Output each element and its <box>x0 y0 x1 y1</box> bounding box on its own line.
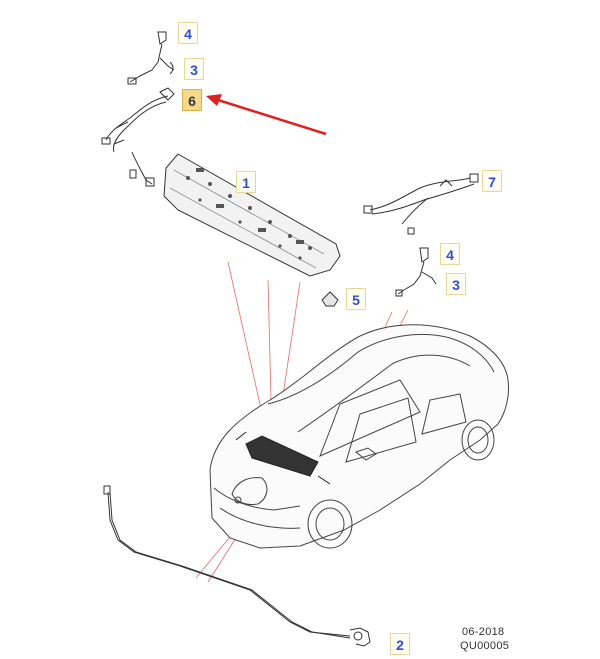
part-bracket-lower <box>395 247 437 297</box>
callout-part-7[interactable]: 7 <box>482 170 502 192</box>
part-bracket-upper <box>127 31 175 85</box>
installed-panel <box>235 431 331 485</box>
part-harness-6 <box>101 87 175 187</box>
callout-part-3-lower[interactable]: 3 <box>446 273 466 295</box>
callout-part-6-highlighted[interactable]: 6 <box>182 89 202 111</box>
callout-part-3-upper[interactable]: 3 <box>184 58 204 80</box>
callout-part-4-lower[interactable]: 4 <box>440 243 460 265</box>
part-hose-2 <box>103 485 371 647</box>
callout-part-1[interactable]: 1 <box>236 171 256 193</box>
callout-part-2[interactable]: 2 <box>390 633 410 655</box>
diagram-date: 06-2018 <box>462 626 505 638</box>
pointer-arrow <box>206 94 327 136</box>
part-harness-7 <box>363 173 479 235</box>
part-clip-5 <box>321 291 339 307</box>
part-panel-1 <box>163 153 341 277</box>
callout-part-4-upper[interactable]: 4 <box>178 22 198 44</box>
diagram-code: QU00005 <box>460 640 510 652</box>
callout-part-5[interactable]: 5 <box>346 288 366 310</box>
vehicle-illustration <box>209 324 509 549</box>
